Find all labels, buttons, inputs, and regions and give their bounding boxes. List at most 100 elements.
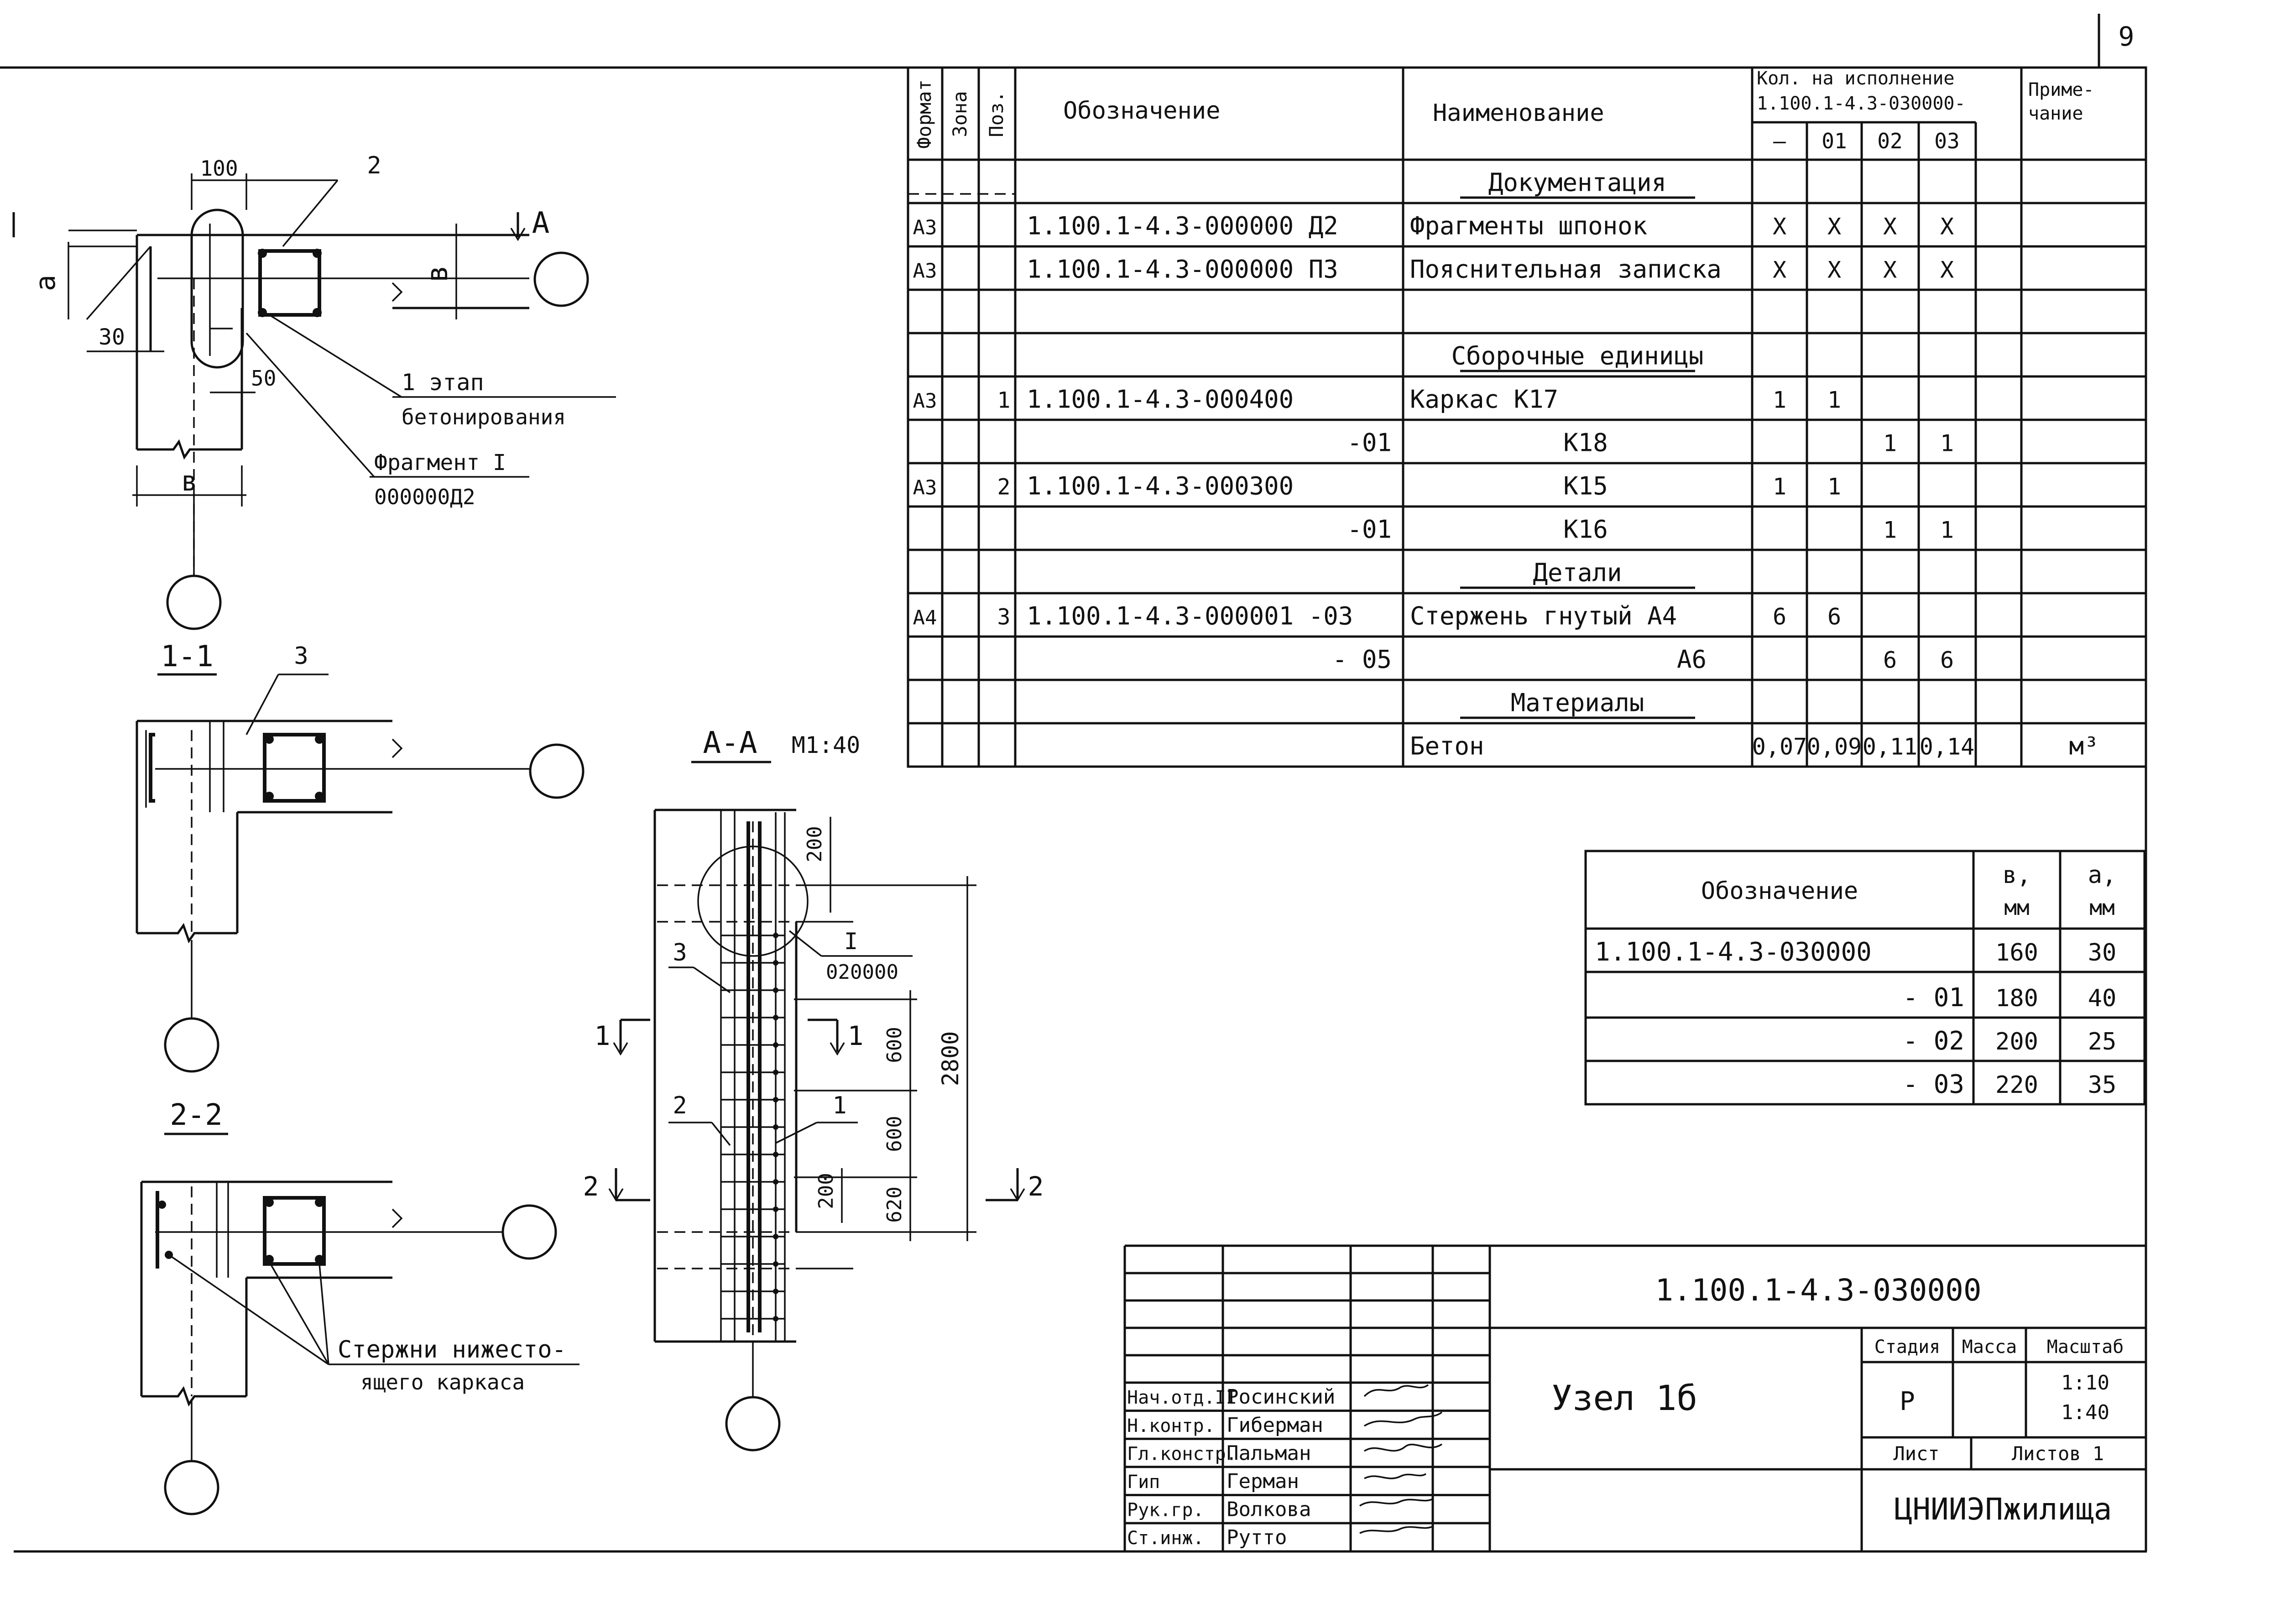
signature-name: Гиберман bbox=[1227, 1414, 1323, 1437]
callout-A-A-1: 1 bbox=[832, 1092, 846, 1119]
spec-row-qty: 6 bbox=[1827, 603, 1841, 630]
spec-row-name: Стержень гнутый А4 bbox=[1410, 601, 1677, 630]
cut-1-right: 1 bbox=[848, 1020, 864, 1051]
axis-bubble-plan-right bbox=[533, 251, 589, 307]
params-row-a: 40 bbox=[2088, 985, 2117, 1012]
section-A-A-scale: М1:40 bbox=[792, 732, 861, 758]
signature-role: Гип bbox=[1127, 1472, 1160, 1493]
signature-role: Нач.отд.II bbox=[1127, 1387, 1237, 1408]
stage-label: Стадия bbox=[1874, 1337, 1941, 1358]
spec-row-designation: -01 bbox=[1347, 428, 1392, 457]
organization: ЦНИИЭПжилища bbox=[1895, 1492, 2112, 1527]
spec-row-qty: 1 bbox=[1773, 386, 1786, 413]
header-variant-base: — bbox=[1773, 129, 1786, 153]
spec-row-qty: 1 bbox=[1883, 517, 1897, 543]
label-b: в bbox=[421, 265, 454, 283]
section-A-A: А-А М1:40 200 2800 600 bbox=[583, 725, 1044, 1452]
header-qty-title: Кол. на исполнение bbox=[1757, 68, 1954, 89]
spec-row-name: Бетон bbox=[1410, 731, 1484, 760]
spec-row-designation: 1.100.1-4.3-000000 Д2 bbox=[1027, 211, 1338, 240]
params-header-b-unit: мм bbox=[2004, 895, 2029, 920]
spec-section-heading: Документация bbox=[1488, 168, 1666, 197]
spec-row-name: К15 bbox=[1563, 471, 1608, 500]
callout-2: 2 bbox=[367, 152, 381, 179]
params-row-b: 220 bbox=[1995, 1071, 2038, 1099]
params-header-designation: Обозначение bbox=[1701, 877, 1858, 905]
spec-row-qty: 6 bbox=[1940, 647, 1954, 673]
spec-row-qty: X bbox=[1773, 213, 1786, 240]
dim-50: 50 bbox=[251, 366, 276, 391]
header-note-2: чание bbox=[2028, 103, 2083, 124]
spec-row-note: м³ bbox=[2069, 731, 2098, 760]
stage-value: Р bbox=[1900, 1387, 1915, 1416]
dim-200-top: 200 bbox=[803, 826, 826, 862]
fragment-label-A-A-1: I bbox=[844, 928, 858, 955]
fragment-label-1: Фрагмент I bbox=[374, 450, 506, 475]
params-header-b: в, bbox=[2003, 862, 2031, 889]
spec-row-qty: 1 bbox=[1773, 473, 1786, 500]
axis-bubble-1-1-right bbox=[529, 743, 585, 799]
scale-label: Масштаб bbox=[2047, 1337, 2124, 1358]
signature-name: Герман bbox=[1227, 1470, 1299, 1493]
sheet-label: Лист bbox=[1893, 1442, 1939, 1465]
spec-row-designation: 1.100.1-4.3-000001 -03 bbox=[1027, 601, 1353, 630]
spec-row-qty: 0,14 bbox=[1920, 733, 1974, 760]
dim-620: 620 bbox=[883, 1186, 906, 1222]
page-number: 9 bbox=[2119, 21, 2135, 52]
cut-2-right: 2 bbox=[1028, 1171, 1044, 1202]
axis-bubble-2-2-right bbox=[501, 1204, 557, 1260]
params-table: Обозначение в, мм а, мм 1.100.1-4.3-0300… bbox=[1584, 850, 2146, 1106]
spec-row-qty: X bbox=[1940, 256, 1954, 283]
section-2-2-note-1: Стержни нижесто- bbox=[338, 1336, 566, 1363]
spec-row-designation: -01 bbox=[1347, 515, 1392, 543]
dim-30: 30 bbox=[99, 324, 125, 350]
spec-row-qty: X bbox=[1940, 213, 1954, 240]
section-1-1-title: 1-1 bbox=[161, 640, 214, 674]
signature-marks bbox=[1359, 1384, 1443, 1534]
params-row-a: 30 bbox=[2088, 939, 2117, 966]
header-pos: Поз. bbox=[985, 91, 1007, 137]
fragment-label-A-A-2: 020000 bbox=[826, 961, 898, 984]
label-b-bottom: в bbox=[181, 465, 198, 497]
plan-view: 100 2 а 30 50 в в А 1 этап бетонирования… bbox=[12, 152, 616, 630]
label-a: а bbox=[30, 275, 62, 291]
params-row-b: 200 bbox=[1995, 1028, 2038, 1055]
spec-row-pos: 1 bbox=[997, 387, 1011, 413]
spec-section-heading: Материалы bbox=[1511, 688, 1644, 717]
section-2-2: 2-2 Стержни нижесто- ящего каркаса bbox=[140, 1098, 579, 1515]
spec-row-name: К16 bbox=[1563, 515, 1608, 543]
signature-role: Н.контр. bbox=[1127, 1415, 1215, 1436]
params-row-designation: - 03 bbox=[1903, 1070, 1964, 1099]
dim-600-a: 600 bbox=[883, 1027, 906, 1063]
section-2-2-note-2: ящего каркаса bbox=[360, 1370, 525, 1394]
dim-200-bottom: 200 bbox=[814, 1173, 838, 1209]
section-mark-A: А bbox=[532, 206, 550, 240]
spec-row-qty: 1 bbox=[1827, 386, 1841, 413]
params-row-b: 180 bbox=[1995, 985, 2038, 1012]
spec-row-qty: 0,09 bbox=[1807, 733, 1862, 760]
document-title: Узел 1б bbox=[1551, 1378, 1697, 1418]
spec-row-name: Пояснительная записка bbox=[1410, 255, 1722, 283]
signature-name: Рутто bbox=[1227, 1526, 1287, 1549]
spec-row-name: Фрагменты шпонок bbox=[1410, 211, 1647, 240]
spec-row-qty: 6 bbox=[1883, 647, 1897, 673]
header-format: Формат bbox=[913, 79, 935, 149]
spec-section-heading: Детали bbox=[1533, 558, 1622, 587]
spec-row-format: А4 bbox=[913, 606, 937, 629]
spec-row-qty: 1 bbox=[1940, 517, 1954, 543]
header-zone: Зона bbox=[949, 91, 971, 137]
spec-row-qty: 6 bbox=[1773, 603, 1786, 630]
document-code: 1.100.1-4.3-030000 bbox=[1655, 1273, 1981, 1308]
section-1-1: 1-1 3 bbox=[136, 640, 585, 1073]
signature-list: Нач.отд.IIРосинскийН.контр.ГиберманГл.ко… bbox=[1127, 1385, 1335, 1549]
params-row-designation: 1.100.1-4.3-030000 bbox=[1595, 937, 1872, 967]
spec-row-qty: 0,11 bbox=[1863, 733, 1917, 760]
header-note-1: Приме- bbox=[2028, 79, 2094, 100]
spec-row-format: А3 bbox=[913, 389, 937, 413]
spec-row-qty: X bbox=[1883, 256, 1897, 283]
title-block: 1.100.1-4.3-030000 Узел 1б Стадия Масса … bbox=[1123, 767, 2147, 1551]
header-name: Наименование bbox=[1433, 99, 1604, 127]
spec-row-qty: 1 bbox=[1827, 473, 1841, 500]
